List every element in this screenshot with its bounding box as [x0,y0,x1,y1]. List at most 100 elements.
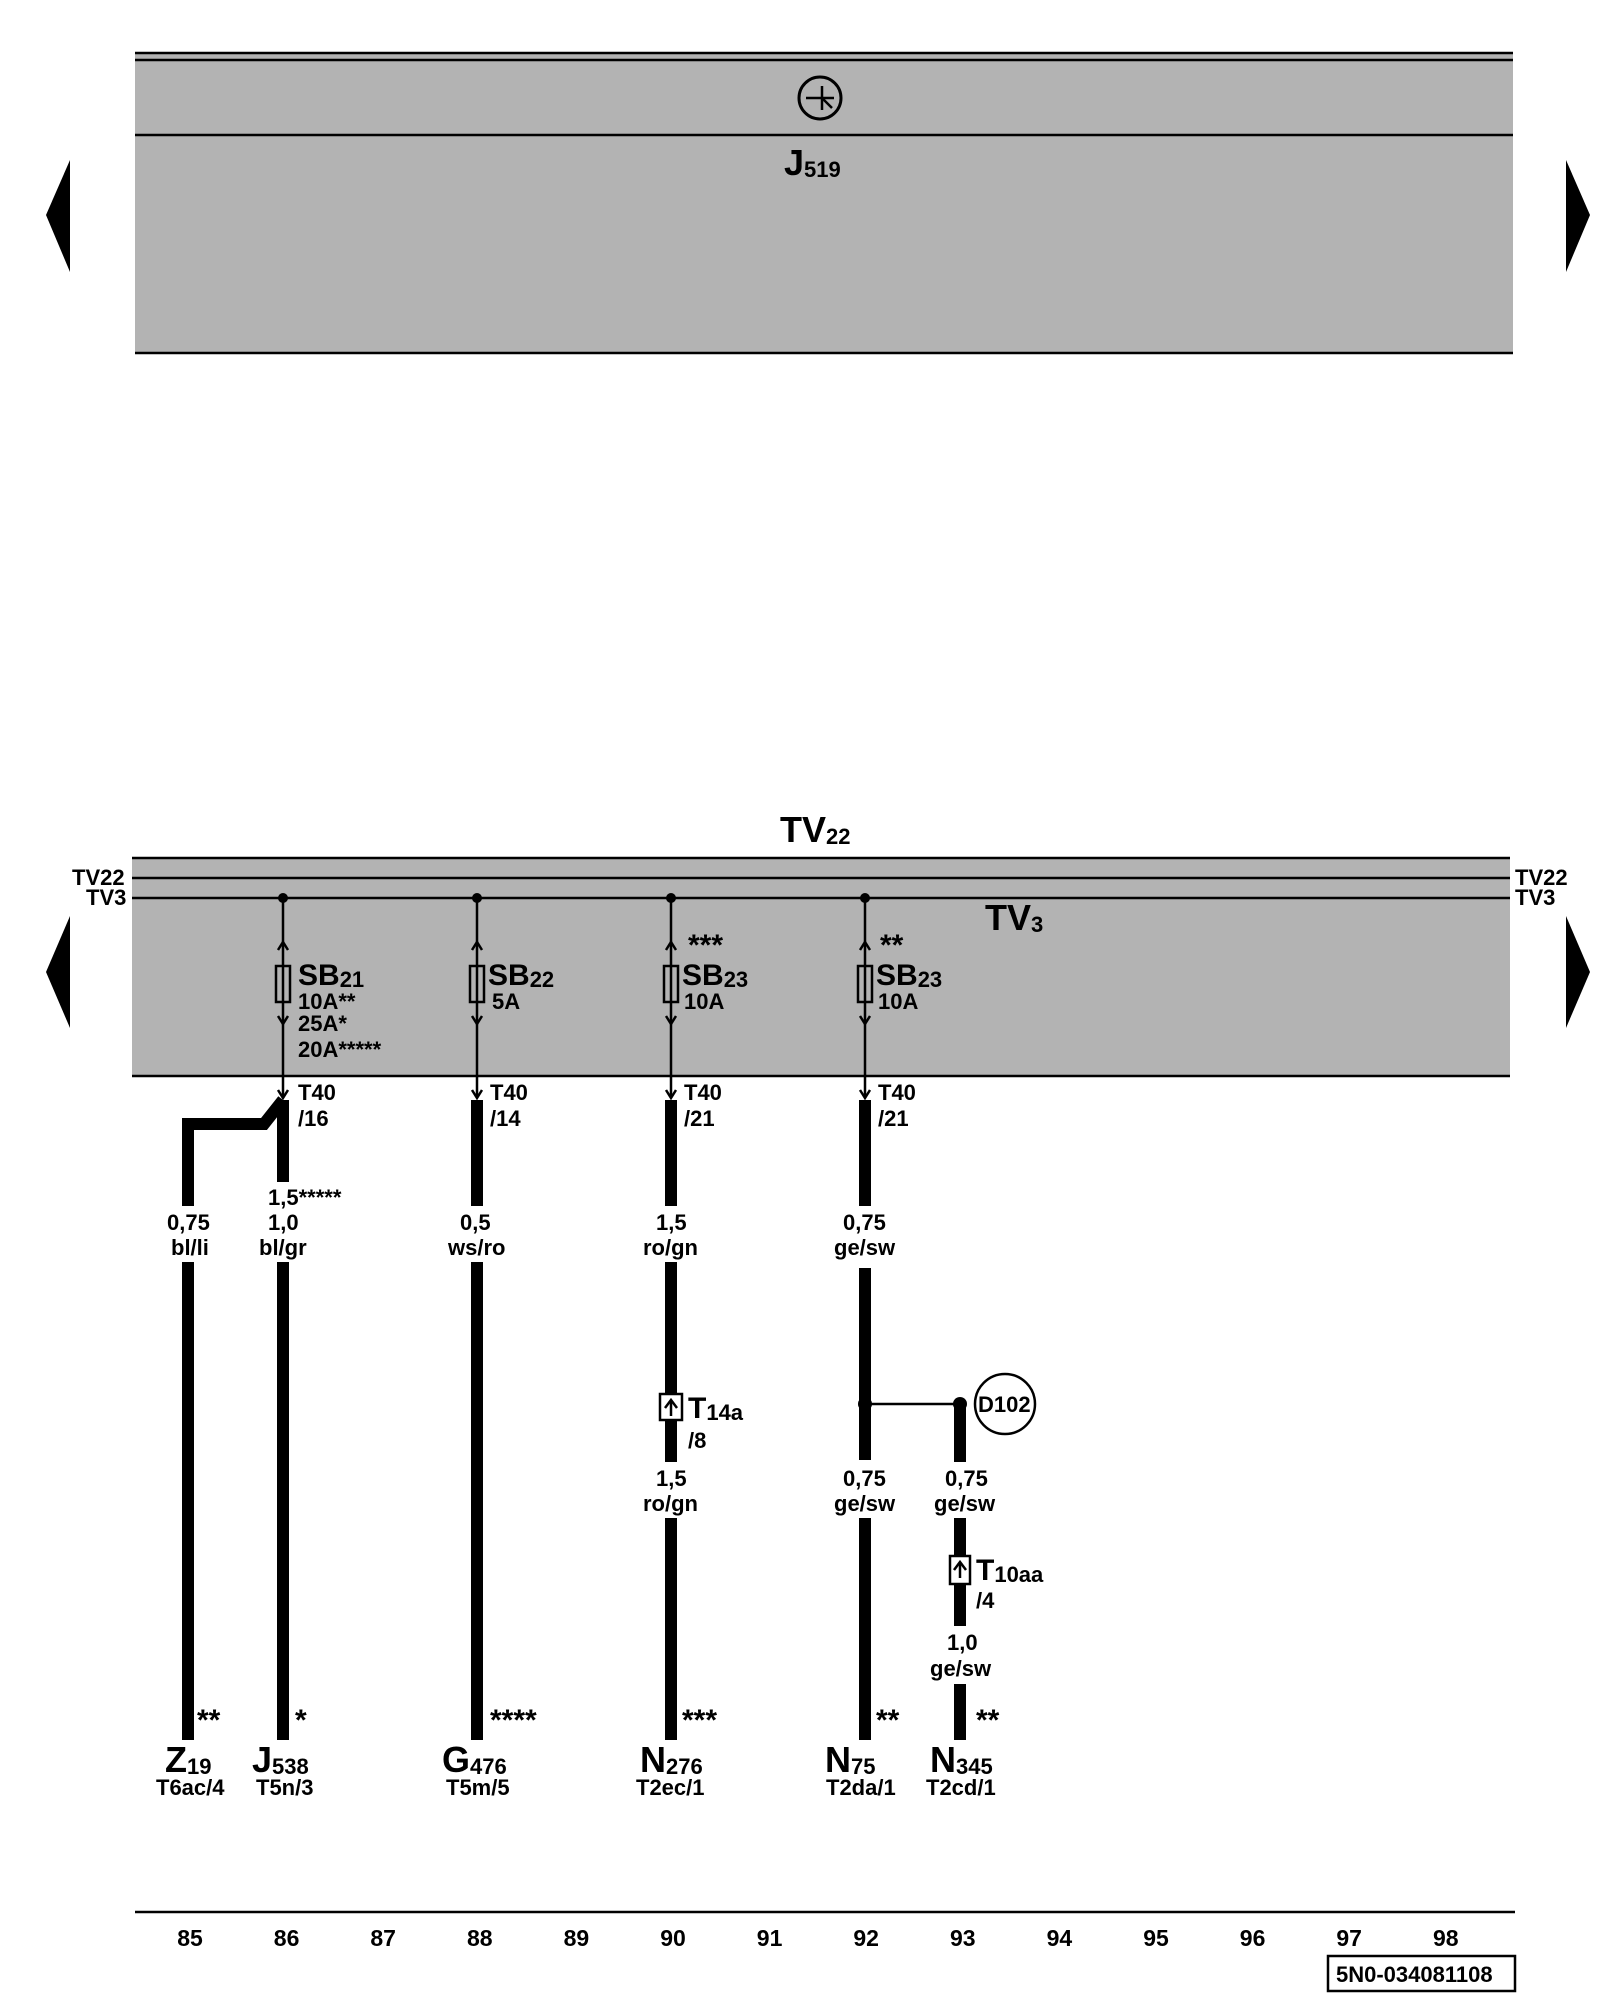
axis-label: 86 [274,1925,300,1951]
svg-text:25A*: 25A* [298,1011,347,1036]
rail-tv22-left: TV22 [72,865,125,890]
svg-text:T2da/1: T2da/1 [826,1775,896,1800]
svg-text:1,5: 1,5 [656,1210,687,1235]
svg-text:SB22: SB22 [488,959,554,992]
rail-tv3-right: TV3 [1515,885,1555,910]
axis-label: 95 [1143,1925,1169,1951]
next-page-arrow-top[interactable] [1566,160,1590,272]
bus-title: TV22 [780,809,851,850]
axis-label: 98 [1433,1925,1459,1951]
svg-text:1,0: 1,0 [268,1210,299,1235]
svg-text:****: **** [490,1704,537,1737]
fuse-sb23-a: *** SB23 10A T40 /21 [662,893,748,1131]
fuse-sb22: SB22 5A T40 /14 [468,893,554,1131]
wire-93: 0,75 ge/sw 1,0 ge/sw [930,1397,996,1740]
svg-text:SB23: SB23 [682,959,748,992]
bus-tv3-label: TV3 [985,897,1043,938]
svg-text:SB21: SB21 [298,959,364,992]
svg-text:/14: /14 [490,1106,521,1131]
axis-label: 92 [853,1925,879,1951]
prev-page-arrow-bottom[interactable] [46,916,70,1028]
wire-90: 1,5 ro/gn 1,5 ro/gn [643,1100,698,1740]
svg-text:**: ** [976,1704,1000,1737]
doc-id-box: 5N0-034081108 [1326,1954,1517,1993]
wire-92: 0,75 ge/sw 0,75 ge/sw [834,1100,960,1740]
svg-text:/21: /21 [878,1106,909,1131]
prev-page-arrow-top[interactable] [46,160,70,272]
axis-label: 90 [660,1925,686,1951]
svg-text:T5n/3: T5n/3 [256,1775,313,1800]
svg-text:1,5: 1,5 [656,1466,687,1491]
component-n345: ** N345 T2cd/1 [926,1704,1000,1800]
fuse-sb23-b: ** SB23 10A T40 /21 [856,893,942,1131]
svg-text:***: *** [688,929,723,962]
svg-text:T40: T40 [878,1080,916,1105]
svg-text:ro/gn: ro/gn [643,1491,698,1516]
svg-text:10A**: 10A** [298,989,356,1014]
svg-text:ro/gn: ro/gn [643,1235,698,1260]
svg-text:**: ** [880,929,904,962]
component-n276: *** N276 T2ec/1 [636,1704,717,1800]
relay-circle-icon [797,75,843,121]
svg-text:ge/sw: ge/sw [934,1491,996,1516]
svg-text:5A: 5A [492,989,520,1014]
svg-text:10A: 10A [684,989,724,1014]
svg-text:T14a: T14a [688,1392,744,1425]
connector-t10aa: T10aa /4 [948,1554,1044,1613]
svg-text:D102: D102 [978,1392,1031,1417]
svg-text:ge/sw: ge/sw [834,1235,896,1260]
svg-text:ge/sw: ge/sw [834,1491,896,1516]
control-unit-panel: J519 [135,51,1513,355]
svg-text:T40: T40 [490,1080,528,1105]
svg-text:J538: J538 [252,1739,309,1780]
svg-text:T10aa: T10aa [976,1554,1044,1587]
svg-text:/8: /8 [688,1428,706,1453]
svg-text:/16: /16 [298,1106,329,1131]
svg-text:G476: G476 [442,1739,507,1780]
svg-text:0,75: 0,75 [843,1210,886,1235]
svg-text:**: ** [876,1704,900,1737]
svg-text:0,75: 0,75 [945,1466,988,1491]
svg-text:N75: N75 [825,1739,875,1780]
svg-text:T40: T40 [684,1080,722,1105]
component-z19: ** Z19 T6ac/4 [156,1704,225,1800]
svg-text:T40: T40 [298,1080,336,1105]
svg-text:SB23: SB23 [876,959,942,992]
wire-88: 0,5 ws/ro [447,1100,505,1740]
svg-text:10A: 10A [878,989,918,1014]
svg-text:T2cd/1: T2cd/1 [926,1775,996,1800]
component-g476: **** G476 T5m/5 [442,1704,537,1800]
axis-label: 87 [370,1925,396,1951]
svg-text:**: ** [197,1704,221,1737]
svg-text:0,75: 0,75 [167,1210,210,1235]
svg-text:T2ec/1: T2ec/1 [636,1775,705,1800]
svg-text:0,75: 0,75 [843,1466,886,1491]
svg-text:1,5*****: 1,5***** [268,1185,342,1210]
axis-label: 96 [1240,1925,1266,1951]
axis-label: 89 [564,1925,590,1951]
svg-text:***: *** [682,1704,717,1737]
svg-text:/4: /4 [976,1588,995,1613]
component-n75: ** N75 T2da/1 [825,1704,900,1800]
svg-text:1,0: 1,0 [947,1630,978,1655]
rail-tv3-left: TV3 [86,885,126,910]
svg-text:N276: N276 [640,1739,703,1780]
svg-text:0,5: 0,5 [460,1210,491,1235]
splice-d102: D102 [973,1372,1037,1436]
control-unit-label: J519 [784,142,841,183]
wire-85: 0,75 bl/li [167,1096,288,1740]
axis-label: 93 [950,1925,976,1951]
svg-text:T6ac/4: T6ac/4 [156,1775,225,1800]
svg-text:Z19: Z19 [165,1739,211,1780]
connector-t14a: T14a /8 [658,1392,744,1453]
fuse-bus-panel: TV22 TV3 TV22 TV3 TV22 TV3 [72,809,1568,1078]
svg-text:ge/sw: ge/sw [930,1656,992,1681]
svg-text:ws/ro: ws/ro [447,1235,505,1260]
wire-86: 1,5***** 1,0 bl/gr [259,1100,342,1740]
svg-text:/21: /21 [684,1106,715,1131]
svg-text:bl/li: bl/li [171,1235,209,1260]
next-page-arrow-bottom[interactable] [1566,916,1590,1028]
rail-tv22-right: TV22 [1515,865,1568,890]
